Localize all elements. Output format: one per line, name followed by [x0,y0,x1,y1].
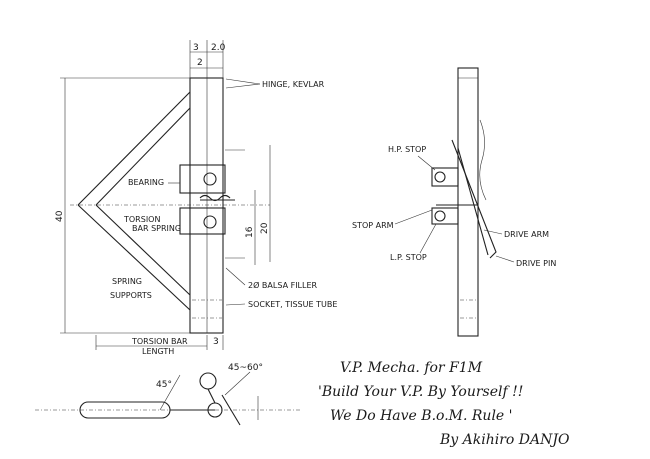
label-lp-stop: L.P. STOP [390,253,427,262]
bearing-block-upper [179,164,226,194]
label-hinge: HINGE, KEVLAR [262,80,325,89]
dim-height-20: 20 [260,222,270,234]
label-balsa-filler: 2Ø BALSA FILLER [248,280,318,290]
label-torsion-bar-spring-2: BAR SPRING [132,224,181,233]
spar-body [189,77,224,334]
dim-angle-45: 45° [156,380,172,390]
label-stop-arm: STOP ARM [352,221,394,230]
title-line-3: We Do Have B.o.M. Rule ' [330,408,513,424]
label-spring-supports-2: SUPPORTS [110,291,152,300]
dim-bottom-3: 3 [213,337,219,347]
title-line-2: 'Build Your V.P. By Yourself !! [318,384,523,400]
dim-height-40: 40 [55,210,65,222]
label-drive-pin: DRIVE PIN [516,259,556,268]
spring-support-upper [77,91,191,206]
title-line-1: V.P. Mecha. for F1M [340,360,483,376]
dim-top-2: 2 [197,58,203,68]
dim-top-2-0: 2.0 [211,43,226,53]
label-socket: SOCKET, TISSUE TUBE [248,300,337,309]
title-block: V.P. Mecha. for F1M 'Build Your V.P. By … [318,360,570,448]
label-drive-arm: DRIVE ARM [504,230,549,239]
label-torsion-bar-spring-1: TORSION [123,215,160,224]
side-spar [457,67,479,337]
title-author: By Akihiro DANJO [439,432,570,448]
dim-height-16: 16 [245,226,255,238]
label-torsion-bar-length-2: LENGTH [142,347,174,356]
bottom-detail-view: 45° 45~60° [35,363,300,426]
label-spring-supports-1: SPRING [112,277,142,286]
main-front-view: 3 2.0 2 40 16 20 3 HINGE, KEVLAR BEARING… [55,40,337,356]
side-view: H.P. STOP STOP ARM L.P. STOP DRIVE ARM D… [352,67,556,337]
spring-support-lower [77,204,191,311]
label-bearing: BEARING [128,178,164,187]
label-hp-stop: H.P. STOP [388,145,426,154]
bearing-block-lower [179,207,226,235]
label-torsion-bar-length-1: TORSION BAR [131,337,188,346]
dim-top-3: 3 [193,43,199,53]
dim-angle-45-60: 45~60° [228,363,263,373]
